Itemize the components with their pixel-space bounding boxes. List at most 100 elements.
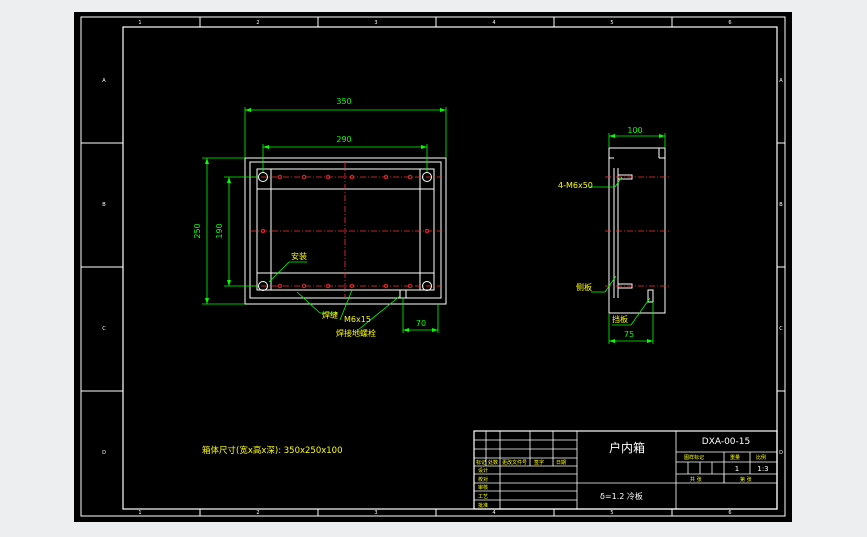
zone-number-bottom: 6 [728,510,731,516]
stud-hole [301,283,307,289]
zone-numbers: 1 2 3 4 5 6 1 2 3 4 5 6 A B C D A B C D [102,20,783,516]
dim-text-overall-width: 350 [336,97,351,106]
front-labels: 安装 焊缝 M6x15 焊接地螺栓 [291,251,376,338]
zone-number-bottom: 5 [610,510,613,516]
mounting-hole [258,172,268,182]
front-dim-arrows [205,108,446,332]
stud-hole [383,174,389,180]
title-info-header: 重量 [730,454,740,461]
title-info-header: 比例 [756,454,766,461]
leader-line [296,291,321,314]
zone-number-left: B [102,202,106,208]
front-view: 350 290 250 190 70 安装 焊缝 M6x15 焊接地螺栓 [193,97,447,338]
arrow [432,328,438,332]
zone-number-bottom: 4 [492,510,495,516]
title-info-header: 图样标记 [684,454,704,461]
stud-hole [407,174,413,180]
front-dim-text: 350 290 250 190 70 [193,97,426,328]
side-dimensions [590,133,666,344]
sheet-background [74,12,792,522]
zone-number-top: 1 [138,20,141,26]
arrow [609,134,615,138]
arrow [245,108,251,112]
zone-number-top: 4 [492,20,495,26]
label-mounting: 安装 [291,251,307,261]
title-header-cell: 日期 [556,460,566,466]
leader-line [339,289,353,321]
front-view-outline [244,157,447,305]
sheet-frame [80,16,786,517]
arrow [227,280,231,286]
label-ground-bolt: 焊接地螺栓 [336,328,376,338]
corner-holes [258,172,432,291]
title-block-border [473,430,778,510]
side-view: 100 75 4-M6x50 侧板 挡板 [558,126,669,344]
title-role-row: 设计 [478,467,488,474]
stud-holes [260,174,430,289]
drawing-number: DXA-00-15 [702,437,750,447]
box-frame [249,161,442,299]
arrow [263,145,269,149]
arrow [205,158,209,164]
zone-number-left: A [102,78,106,84]
material-spec: δ=1.2 冷板 [600,491,643,501]
stud-hole [277,174,283,180]
dim-text-hole-height: 190 [215,223,224,238]
title-header-cell: 处数 [488,459,498,466]
title-header-cell: 签字 [534,459,544,466]
arrow [205,298,209,304]
title-role-row: 工艺 [478,494,488,500]
arrow [440,108,446,112]
title-block-main-text: 户内箱 DXA-00-15 δ=1.2 冷板 1 1:3 [600,437,769,501]
title-header-cell: 标记 [476,459,486,466]
title-block [473,430,778,510]
front-dimensions [202,107,447,333]
box-size-note: 箱体尺寸(宽x高x深): 350x250x100 [202,445,343,456]
part-name: 户内箱 [609,440,645,455]
stud-hole [349,283,355,289]
front-centerlines [250,162,441,298]
label-stud: M6x15 [344,315,371,324]
dim-text-bottom: 75 [624,330,634,339]
box-outer-flange [244,157,447,305]
mounting-hole [422,172,432,182]
zone-number-bottom: 3 [374,510,377,516]
leader-line [357,295,401,331]
zone-number-left: C [102,326,106,332]
label-weld-seam: 焊缝 [322,310,338,320]
stud-hole [325,174,331,180]
stud-hole [349,174,355,180]
side-labels: 4-M6x50 侧板 挡板 [558,181,628,324]
zone-number-right: D [779,450,783,456]
title-role-row: 批准 [478,502,488,509]
stud-hole [260,228,266,234]
zone-number-top: 3 [374,20,377,26]
label-bolts: 4-M6x50 [558,181,593,190]
zone-number-bottom: 1 [138,510,141,516]
stud-hole [277,283,283,289]
title-role-row: 审核 [478,484,488,491]
arrow [659,134,665,138]
mounting-hole [422,281,432,291]
title-sheet-num: 第 张 [740,476,752,483]
side-baffle [647,289,654,303]
zone-number-top: 6 [728,20,731,26]
mounting-hole [258,281,268,291]
zone-number-right: B [779,202,783,208]
zone-number-bottom: 2 [256,510,259,516]
side-dim-text: 100 75 [624,126,643,339]
side-body [608,147,666,314]
leader-line [268,261,290,283]
label-baffle: 挡板 [612,314,628,324]
stud-hole [301,174,307,180]
zone-number-right: C [779,326,783,332]
zone-number-right: A [779,78,783,84]
zone-number-top: 5 [610,20,613,26]
side-view-outline [608,147,666,314]
leader-line [630,297,651,326]
box-inner-panel [256,168,435,291]
arrow [421,145,427,149]
dim-text-offset: 70 [416,319,426,328]
